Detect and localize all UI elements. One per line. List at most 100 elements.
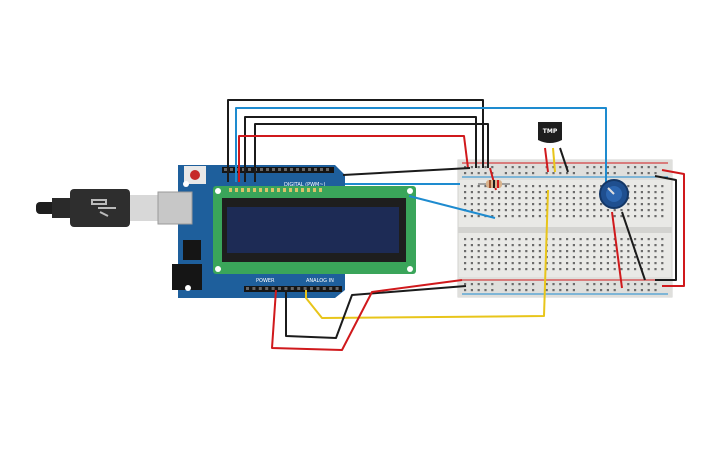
breadboard-hole	[627, 289, 630, 292]
wire-black[interactable]	[342, 167, 471, 176]
breadboard-hole	[661, 209, 664, 212]
breadboard-hole	[661, 185, 664, 188]
wire-black[interactable]	[227, 99, 484, 182]
usb-cable[interactable]	[36, 189, 160, 227]
breadboard-hole	[511, 250, 514, 253]
breadboard-hole	[491, 250, 494, 253]
breadboard-hole	[634, 203, 637, 206]
lcd-pin	[265, 188, 268, 192]
wire-red[interactable]	[544, 147, 549, 173]
breadboard-hole	[504, 166, 507, 169]
breadboard-hole	[498, 215, 501, 218]
breadboard-hole	[620, 268, 623, 271]
breadboard-hole	[484, 268, 487, 271]
breadboard-hole	[464, 238, 467, 241]
breadboard-hole	[538, 191, 541, 194]
wire-yellow[interactable]	[305, 189, 549, 319]
wire-black[interactable]	[254, 123, 489, 182]
breadboard-hole	[498, 262, 501, 265]
breadboard-hole	[579, 215, 582, 218]
center-channel	[458, 227, 672, 233]
wire-red[interactable]	[271, 279, 463, 351]
potentiometer[interactable]	[599, 179, 629, 209]
breadboard-hole	[491, 289, 494, 292]
breadboard-hole	[525, 262, 528, 265]
breadboard-hole	[566, 172, 569, 175]
wire-yellow[interactable]	[552, 147, 556, 173]
breadboard-hole	[552, 172, 555, 175]
breadboard-hole	[532, 262, 535, 265]
breadboard-hole	[627, 185, 630, 188]
breadboard-hole	[600, 215, 603, 218]
breadboard-hole	[634, 283, 637, 286]
lcd-16x2[interactable]	[213, 186, 416, 274]
analog-header-label: ANALOG IN	[306, 278, 334, 284]
breadboard-hole	[654, 268, 657, 271]
breadboard-hole	[484, 262, 487, 265]
header-pin	[265, 287, 269, 290]
breadboard-hole	[593, 262, 596, 265]
breadboard-hole	[640, 262, 643, 265]
breadboard-hole	[511, 172, 514, 175]
breadboard-hole	[484, 197, 487, 200]
breadboard-hole	[464, 191, 467, 194]
breadboard-hole	[566, 244, 569, 247]
breadboard-hole	[647, 250, 650, 253]
breadboard-hole	[627, 283, 630, 286]
breadboard-hole	[532, 203, 535, 206]
wire-blue[interactable]	[235, 107, 607, 190]
usb-cable-boot	[52, 198, 72, 218]
breadboard-hole	[532, 185, 535, 188]
breadboard-hole	[532, 197, 535, 200]
header-pin	[297, 287, 301, 290]
temperature-sensor[interactable]: TMP	[538, 122, 562, 143]
breadboard-hole	[572, 238, 575, 241]
breadboard-hole	[525, 256, 528, 259]
wire-blue[interactable]	[408, 195, 496, 219]
breadboard-hole	[661, 197, 664, 200]
breadboard-hole	[586, 215, 589, 218]
header-pin	[320, 168, 323, 171]
wire-red[interactable]	[661, 169, 685, 287]
wire-black[interactable]	[654, 175, 677, 281]
lcd-pin	[301, 188, 304, 192]
header-pin	[278, 287, 281, 290]
breadboard-hole	[538, 203, 541, 206]
breadboard-hole	[491, 262, 494, 265]
wire-black[interactable]	[559, 147, 569, 173]
breadboard-hole	[579, 244, 582, 247]
breadboard-hole	[477, 244, 480, 247]
breadboard-hole	[504, 172, 507, 175]
breadboard-hole	[552, 197, 555, 200]
breadboard-hole	[511, 185, 514, 188]
breadboard-hole	[647, 244, 650, 247]
wire-black[interactable]	[285, 285, 467, 339]
breadboard-hole	[647, 172, 650, 175]
usb-plug-metal	[130, 195, 160, 221]
potentiometer-indicator	[607, 187, 615, 195]
breadboard-hole	[613, 166, 616, 169]
reset-button[interactable]	[190, 170, 200, 180]
breadboard-hole	[498, 238, 501, 241]
breadboard-hole	[620, 262, 623, 265]
resistor[interactable]	[478, 180, 510, 188]
header-pin	[278, 168, 281, 171]
wire-black[interactable]	[244, 116, 477, 182]
breadboard-hole	[464, 203, 467, 206]
breadboard-hole	[640, 172, 643, 175]
breadboard-hole	[477, 185, 480, 188]
breadboard-hole	[504, 256, 507, 259]
breadboard-hole	[620, 238, 623, 241]
breadboard-hole	[600, 166, 603, 169]
breadboard-hole	[640, 250, 643, 253]
breadboard-hole	[661, 268, 664, 271]
header-pin	[326, 168, 329, 171]
breadboard-hole	[586, 289, 589, 292]
wire-red[interactable]	[238, 135, 469, 182]
breadboard-hole	[613, 250, 616, 253]
wire-red[interactable]	[611, 211, 623, 289]
breadboard-hole	[518, 185, 521, 188]
wire-black[interactable]	[621, 211, 646, 281]
breadboard-hole	[593, 268, 596, 271]
breadboard-hole	[627, 244, 630, 247]
